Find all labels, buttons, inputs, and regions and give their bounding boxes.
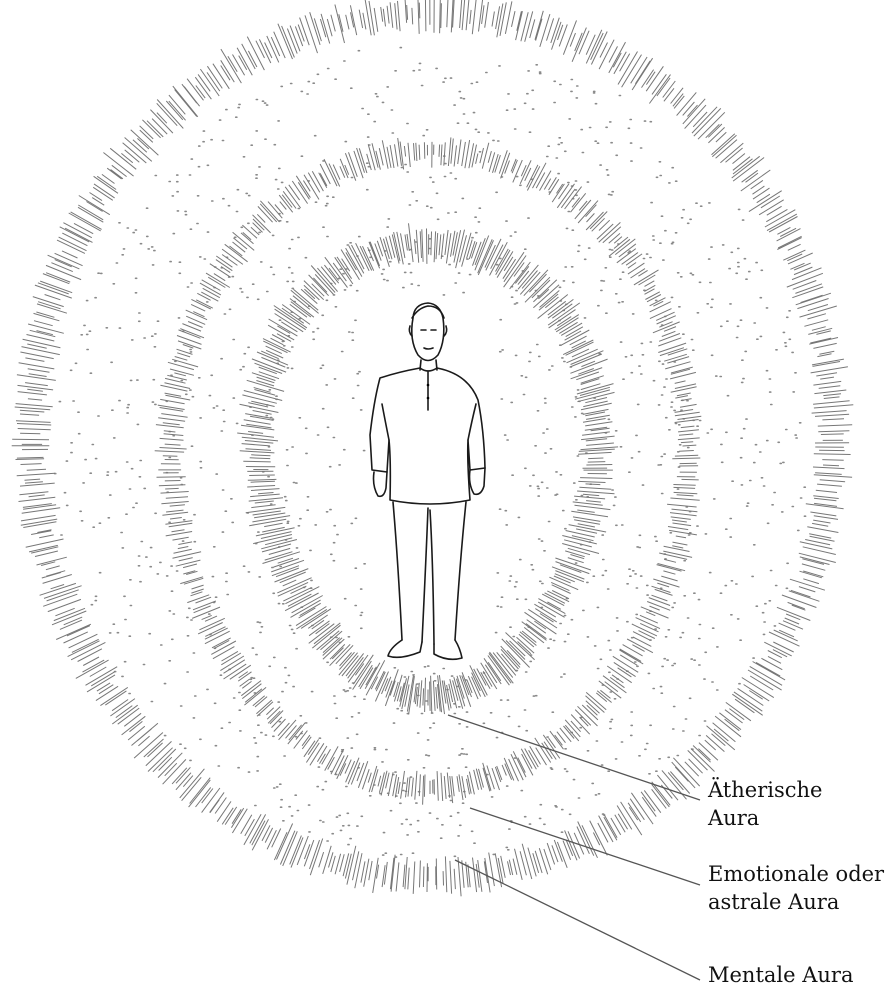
label-etheric-line2: Aura	[708, 804, 822, 832]
label-emotional-line1: Emotionale oder	[708, 860, 884, 888]
label-mental-line1: Mentale Aura	[708, 961, 853, 989]
label-emotional-line2: astrale Aura	[708, 888, 884, 916]
label-etheric-aura: Ätherische Aura	[708, 776, 822, 832]
label-etheric-line1: Ätherische	[708, 776, 822, 804]
label-mental-aura: Mentale Aura	[708, 961, 853, 989]
label-emotional-aura: Emotionale oder astrale Aura	[708, 860, 884, 916]
